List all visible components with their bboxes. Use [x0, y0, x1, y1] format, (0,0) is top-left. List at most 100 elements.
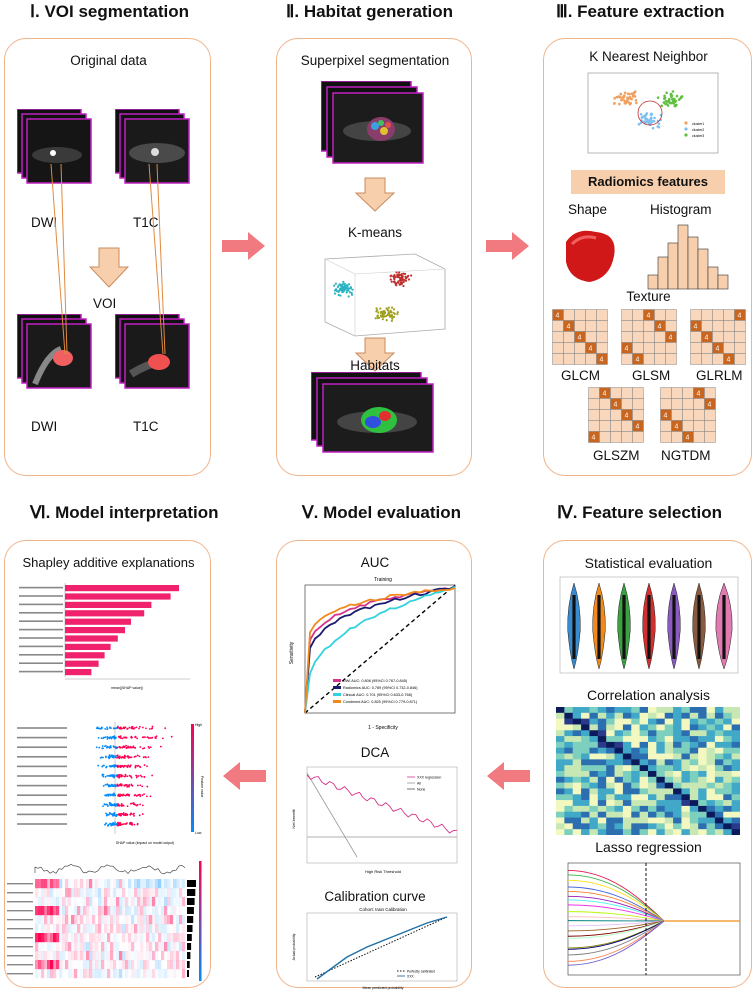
heatmap-cell	[101, 897, 104, 906]
heatmap-cell	[101, 960, 104, 969]
heatmap-cell	[77, 960, 80, 969]
heatmap-cell	[164, 960, 167, 969]
heatmap-cell	[56, 924, 59, 933]
correlation-cell	[707, 812, 716, 818]
correlation-cell	[581, 730, 590, 736]
heatmap-cell	[125, 924, 128, 933]
correlation-cell	[623, 713, 632, 719]
knn-point	[624, 92, 627, 95]
beeswarm-point	[102, 805, 104, 807]
heatmap-cell	[68, 906, 71, 915]
beeswarm-point	[117, 774, 119, 776]
beeswarm-point	[104, 803, 106, 805]
heatmap-cell	[113, 879, 116, 888]
heatmap-cell	[77, 942, 80, 951]
correlation-cell	[623, 806, 632, 812]
kmeans-point	[397, 311, 399, 313]
correlation-cell	[615, 829, 624, 835]
heatmap-cell	[164, 969, 167, 978]
heatmap-cell	[44, 969, 47, 978]
correlation-cell	[598, 736, 607, 742]
beeswarm-point	[134, 804, 136, 806]
heatmap-cell	[119, 906, 122, 915]
correlation-cell	[648, 812, 657, 818]
beeswarm-point	[134, 747, 136, 749]
heatmap-cell	[65, 924, 68, 933]
correlation-cell	[707, 724, 716, 730]
heatmap-cell	[74, 906, 77, 915]
heatmap-cell	[170, 879, 173, 888]
beeswarm-point	[131, 802, 133, 804]
correlation-cell	[631, 724, 640, 730]
correlation-cell	[673, 724, 682, 730]
correlation-cell	[690, 742, 699, 748]
correlation-cell	[640, 736, 649, 742]
knn-point	[653, 117, 656, 120]
kmeans-point	[351, 292, 353, 294]
heatmap-cell	[146, 879, 149, 888]
correlation-cell	[615, 730, 624, 736]
correlation-cell	[589, 742, 598, 748]
correlation-cell	[640, 812, 649, 818]
beeswarm-point	[126, 747, 128, 749]
heatmap-cell	[44, 915, 47, 924]
correlation-cell	[707, 823, 716, 829]
correlation-cell	[648, 742, 657, 748]
beeswarm-point	[139, 784, 141, 786]
correlation-cell	[698, 783, 707, 789]
heatmap-cell	[167, 960, 170, 969]
correlation-cell	[715, 794, 724, 800]
heatmap-cell	[158, 888, 161, 897]
correlation-cell	[648, 771, 657, 777]
heatmap-cell	[173, 969, 176, 978]
heatmap-cell	[170, 951, 173, 960]
correlation-cell	[589, 788, 598, 794]
correlation-cell	[631, 829, 640, 835]
correlation-cell	[615, 812, 624, 818]
kmeans-point	[404, 273, 406, 275]
heatmap-cell	[77, 951, 80, 960]
section-title-model-evaluation: Ⅴ. Model evaluation	[302, 503, 461, 523]
heatmap-cell	[128, 906, 131, 915]
heatmap-cell	[59, 951, 62, 960]
correlation-cell	[598, 724, 607, 730]
heatmap-cell	[83, 879, 86, 888]
beeswarm-point	[139, 755, 141, 757]
heatmap-cell	[71, 897, 74, 906]
texture-cell	[683, 399, 694, 410]
heatmap-cell	[110, 888, 113, 897]
heatmap-cell	[101, 942, 104, 951]
texture-cell	[611, 421, 622, 432]
beeswarm-point	[106, 804, 108, 806]
beeswarm-point	[148, 746, 150, 748]
heatmap-cell	[104, 969, 107, 978]
correlation-cell	[615, 806, 624, 812]
heatmap-cell	[104, 888, 107, 897]
correlation-cell	[564, 788, 573, 794]
correlation-cell	[581, 783, 590, 789]
beeswarm-point	[137, 794, 139, 796]
heatmap-cell	[149, 915, 152, 924]
heatmap-cell	[86, 951, 89, 960]
kmeans-point	[407, 275, 409, 277]
heatmap-cell	[110, 933, 113, 942]
heatmap-cell	[65, 888, 68, 897]
correlation-cell	[648, 724, 657, 730]
texture-cell-value: 4	[636, 424, 640, 431]
heatmap-cell	[92, 942, 95, 951]
beeswarm-point	[107, 814, 109, 816]
heatmap-cell	[164, 924, 167, 933]
correlation-cell	[732, 806, 740, 812]
heatmap-cell	[80, 942, 83, 951]
correlation-cell	[723, 818, 732, 824]
beeswarm-point	[121, 803, 123, 805]
kmeans-point	[388, 307, 390, 309]
heatmap-cell	[176, 942, 179, 951]
correlation-cell	[707, 765, 716, 771]
beeswarm-point	[146, 795, 148, 797]
heatmap-cell	[74, 879, 77, 888]
correlation-cell	[698, 754, 707, 760]
correlation-cell	[623, 783, 632, 789]
heatmap-cell	[65, 969, 68, 978]
correlation-cell	[598, 730, 607, 736]
